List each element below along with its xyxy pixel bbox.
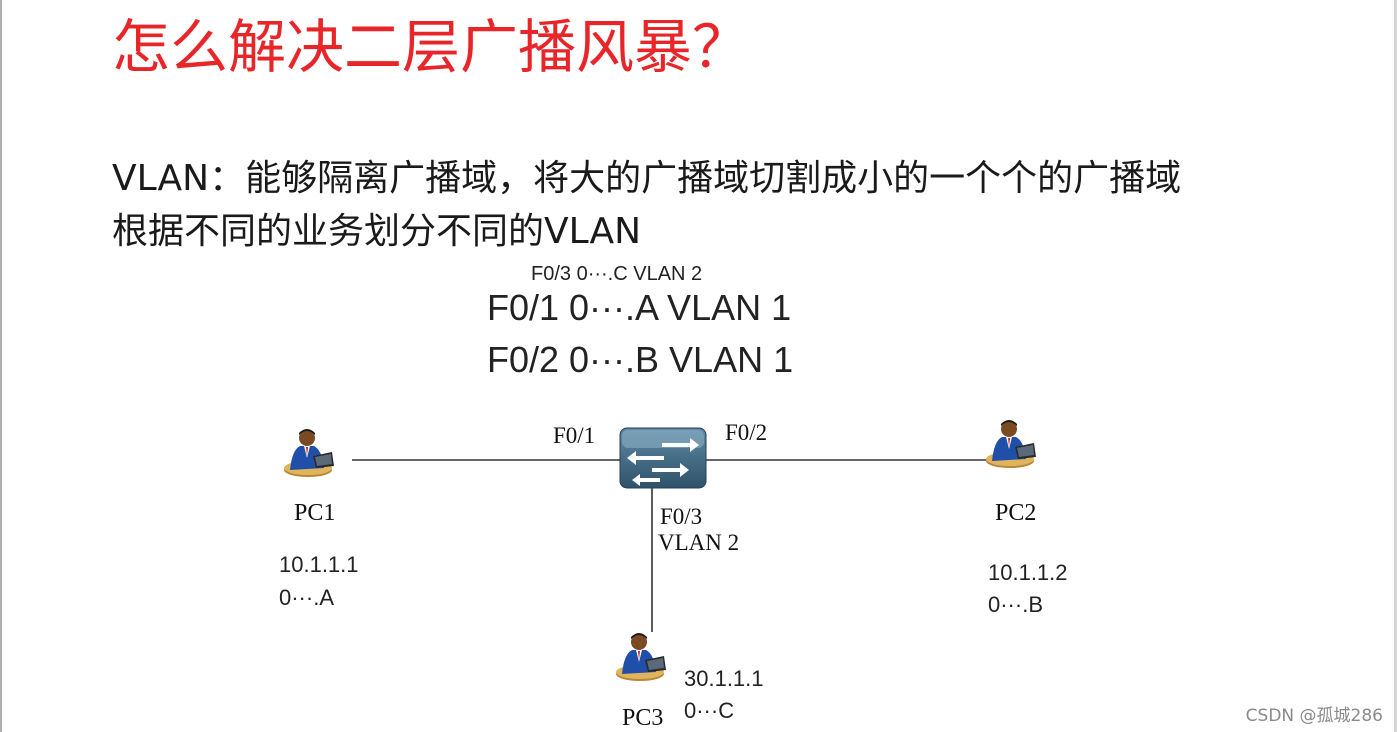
port-label-f02: F0/2 <box>725 420 767 445</box>
pc3-mac: 0···C <box>684 698 734 723</box>
mac-table-row-f02: F0/2 0···.B VLAN 1 <box>487 339 794 380</box>
port-label-f01: F0/1 <box>553 423 595 448</box>
port-label-f03: F0/3 <box>660 504 702 529</box>
pc2-ip: 10.1.1.2 <box>988 560 1068 585</box>
pc3-name: PC3 <box>622 705 663 731</box>
slide-right-edge <box>1394 0 1397 732</box>
pc1-name: PC1 <box>294 500 335 526</box>
body-line-1: VLAN：能够隔离广播域，将大的广播域切割成小的一个个的广播域 <box>112 158 1182 199</box>
pc1-icon <box>284 429 334 477</box>
pc3-ip: 30.1.1.1 <box>684 666 764 691</box>
pc2-mac: 0···.B <box>988 592 1043 617</box>
mac-table-row-f03: F0/3 0···.C VLAN 2 <box>531 263 703 285</box>
csdn-watermark: CSDN @孤城286 <box>1245 706 1383 726</box>
slide-left-edge <box>0 0 2 732</box>
pc2-icon <box>986 420 1036 468</box>
mac-table-row-f01: F0/1 0···.A VLAN 1 <box>487 287 792 328</box>
port-f03-vlan-label: VLAN 2 <box>658 530 739 555</box>
pc3-icon <box>616 633 666 681</box>
body-line-2: 根据不同的业务划分不同的VLAN <box>112 211 642 252</box>
pc1-ip: 10.1.1.1 <box>279 552 359 577</box>
pc2-name: PC2 <box>995 500 1036 526</box>
switch-icon <box>619 427 707 489</box>
slide-title: 怎么解决二层广播风暴？ <box>112 13 751 81</box>
pc1-mac: 0···.A <box>279 585 334 610</box>
